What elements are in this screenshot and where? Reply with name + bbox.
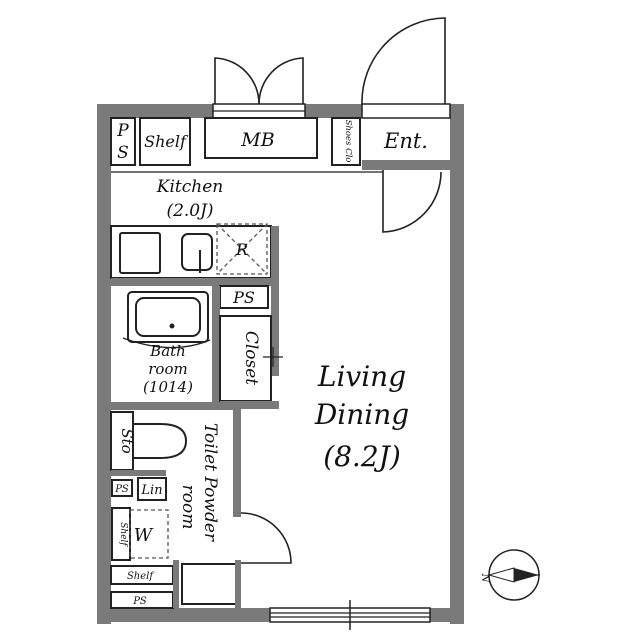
dining-label: Dining bbox=[314, 398, 409, 431]
ps-small-label: PS bbox=[114, 484, 129, 495]
kitchen-size-label: (2.0J) bbox=[166, 201, 213, 221]
window-door-swing-double[interactable] bbox=[214, 57, 304, 105]
bath-bottom-wall bbox=[111, 402, 241, 410]
mb-label: MB bbox=[240, 129, 274, 151]
toilet bbox=[110, 411, 188, 471]
living-label: Living bbox=[317, 360, 406, 393]
storage-label: Sto bbox=[118, 428, 136, 453]
shelf-bottom-label: Shelf bbox=[127, 571, 155, 582]
powder-door-swing[interactable] bbox=[240, 512, 292, 564]
closet-label: Closet bbox=[241, 331, 261, 385]
toilet-powder-label: Toilet Powder bbox=[200, 423, 220, 542]
top-wall-openings bbox=[212, 103, 451, 119]
balcony-window bbox=[269, 600, 431, 630]
linen-label: Lin bbox=[140, 483, 162, 498]
shelf-small-label: Shelf bbox=[118, 522, 128, 547]
ps-top-label-p: P bbox=[116, 121, 129, 141]
bath-right-wall bbox=[212, 286, 220, 406]
compass-north-label: N bbox=[479, 573, 490, 584]
powder-door-jamb bbox=[233, 507, 241, 517]
shelf-top-label: Shelf bbox=[144, 132, 189, 151]
kitchen-counter bbox=[110, 223, 272, 279]
entrance-inner-door-swing[interactable] bbox=[382, 170, 442, 233]
living-left-wall bbox=[235, 560, 241, 608]
ps-mid-label: PS bbox=[232, 288, 255, 307]
bath-room-label: room bbox=[148, 360, 187, 378]
kitchen-side-wall bbox=[271, 226, 279, 376]
bathtub bbox=[122, 291, 211, 349]
ps-top-box bbox=[110, 117, 136, 166]
ps-top-label-s: S bbox=[117, 143, 129, 163]
shoes-closet-box bbox=[331, 117, 361, 166]
ps-small-box bbox=[111, 479, 133, 497]
bath-size-label: (1014) bbox=[143, 378, 193, 396]
fridge-label: R bbox=[235, 240, 248, 259]
washer-label: W bbox=[134, 525, 154, 546]
entrance-wall bbox=[362, 160, 450, 170]
kitchen-label: Kitchen bbox=[156, 177, 223, 197]
ps-bottom-label: PS bbox=[132, 596, 147, 607]
shoes-closet-label: Shoes Clo bbox=[343, 120, 353, 163]
entrance-label: Ent. bbox=[383, 129, 428, 153]
shelf-top-box bbox=[139, 117, 191, 166]
washer-area bbox=[111, 507, 169, 561]
entrance-door-swing[interactable] bbox=[361, 17, 446, 105]
bath-top-wall bbox=[111, 278, 279, 286]
linen-box bbox=[137, 477, 167, 501]
closet-box[interactable] bbox=[219, 315, 283, 402]
mb-box bbox=[204, 117, 318, 159]
bath-label: Bath bbox=[149, 342, 186, 360]
closet-bottom-wall bbox=[220, 401, 279, 409]
toilet-right-wall bbox=[233, 406, 241, 510]
bottom-left-wall bbox=[173, 560, 179, 608]
compass bbox=[487, 549, 540, 601]
bottom-storage-box bbox=[181, 563, 237, 605]
toilet-bottom-wall bbox=[111, 470, 166, 476]
toilet-powder-room-label: room bbox=[178, 485, 198, 530]
fridge-space bbox=[216, 223, 268, 275]
living-size-label: (8.2J) bbox=[323, 440, 401, 473]
